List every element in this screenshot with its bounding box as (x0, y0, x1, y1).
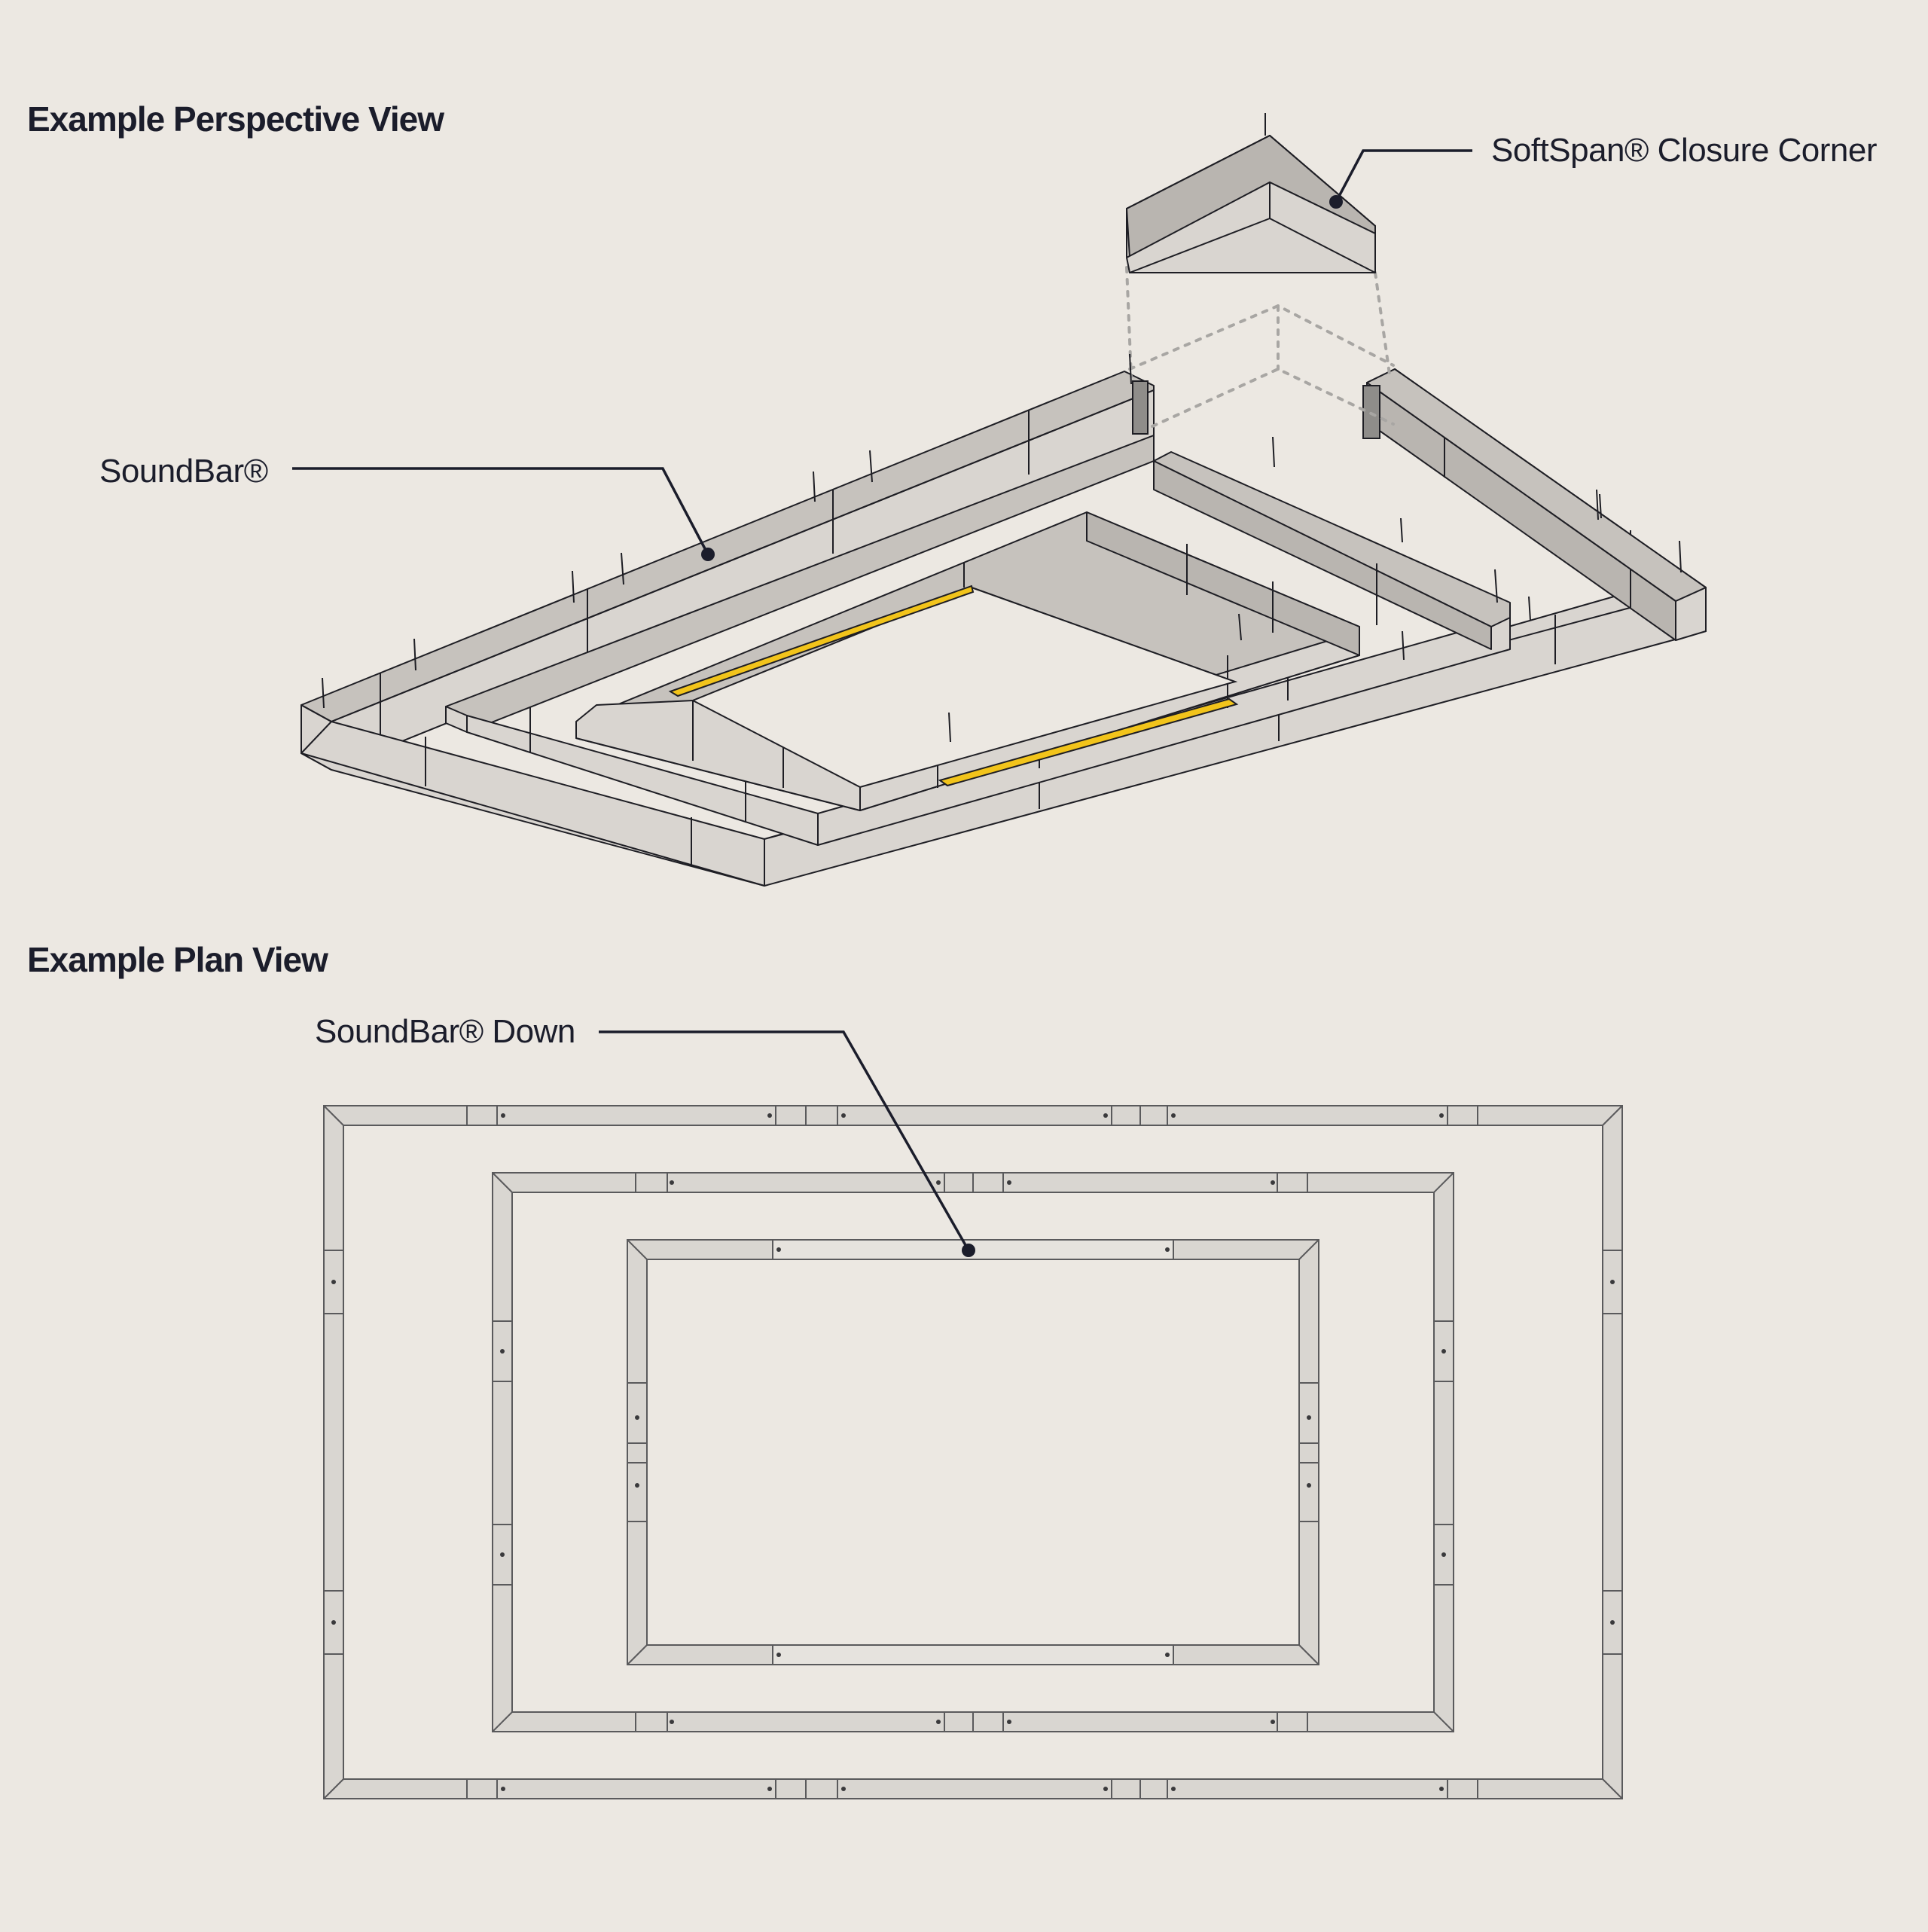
plan-bolts (331, 1113, 1615, 1791)
plan-outer-joints (324, 1106, 1622, 1799)
closure-corner-label: SoftSpan® Closure Corner (1491, 132, 1877, 169)
closure-corner-ghost-outline (1125, 266, 1395, 428)
soundbar-down-label: SoundBar® Down (315, 1013, 575, 1050)
plan-view-heading: Example Plan View (27, 940, 328, 979)
plan-inner-ring (627, 1239, 1319, 1665)
perspective-view: SoftSpan® Closure Corner SoundBar® (99, 113, 1878, 887)
hanger-cables (322, 353, 1682, 743)
closure-clip-left (1132, 380, 1149, 435)
callout-soundbar: SoundBar® (99, 453, 715, 561)
soundbar-down-bottom-segment (772, 1644, 1174, 1665)
perspective-view-heading: Example Perspective View (27, 99, 444, 139)
callout-closure-corner: SoftSpan® Closure Corner (1329, 132, 1878, 209)
soundbar-label: SoundBar® (99, 453, 268, 490)
plan-inner-joints (627, 1382, 1319, 1522)
middle-ring (445, 435, 1511, 846)
outer-ring-back-right-bar (1366, 368, 1707, 602)
outer-ring-front-left-bar (300, 721, 765, 887)
led-strip-back (668, 584, 975, 697)
softspan-closure-corner (1126, 113, 1376, 273)
plan-middle-joints (493, 1173, 1454, 1732)
led-strip-front (938, 697, 1239, 787)
plan-view: SoundBar® Down (315, 1013, 1623, 1799)
callout-soundbar-down: SoundBar® Down (315, 1013, 975, 1257)
